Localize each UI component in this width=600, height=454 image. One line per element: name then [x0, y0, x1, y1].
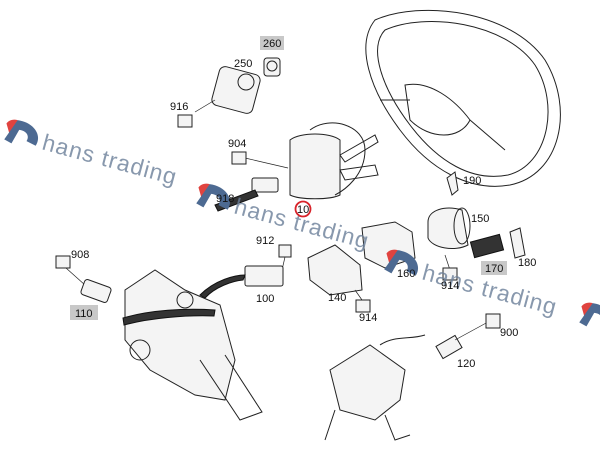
part-140 — [307, 244, 363, 296]
label-180: 180 — [518, 257, 536, 269]
highlight-circle-10 — [294, 200, 312, 218]
label-10: 10 — [297, 204, 309, 216]
label-912: 912 — [256, 235, 274, 247]
part-120-parking-brake — [324, 313, 501, 441]
label-260: 260 — [263, 38, 281, 50]
label-160: 160 — [397, 268, 415, 280]
label-bg-170 — [481, 261, 507, 275]
part-150 — [427, 207, 471, 249]
label-140: 140 — [328, 292, 346, 304]
label-150: 150 — [471, 213, 489, 225]
watermark-text: hans trading — [40, 129, 181, 190]
label-170: 170 — [485, 263, 503, 275]
label-916: 916 — [170, 101, 188, 113]
label-190: 190 — [463, 175, 481, 187]
label-120: 120 — [457, 358, 475, 370]
part-912 — [278, 244, 292, 258]
steering-wheel — [365, 9, 561, 187]
label-bg-110 — [70, 305, 98, 320]
label-110: 110 — [75, 308, 93, 320]
part-170 — [469, 233, 505, 259]
label-908: 908 — [71, 249, 89, 261]
label-900: 900 — [500, 327, 518, 339]
label-100: 100 — [256, 293, 274, 305]
label-bg-260 — [260, 36, 284, 50]
label-914-b: 914 — [359, 312, 377, 324]
pedal-assembly — [122, 269, 263, 421]
part-908 — [55, 255, 71, 269]
label-250: 250 — [234, 58, 252, 70]
label-918: 918 — [216, 193, 234, 205]
part-190 — [446, 171, 459, 196]
part-250 — [177, 66, 261, 128]
part-180 — [509, 227, 526, 259]
part-100 — [244, 265, 284, 287]
part-110 — [80, 279, 112, 303]
label-904: 904 — [228, 138, 246, 150]
label-914-a: 914 — [441, 280, 459, 292]
part-10-combination-switch — [231, 122, 379, 200]
part-260 — [263, 57, 281, 77]
